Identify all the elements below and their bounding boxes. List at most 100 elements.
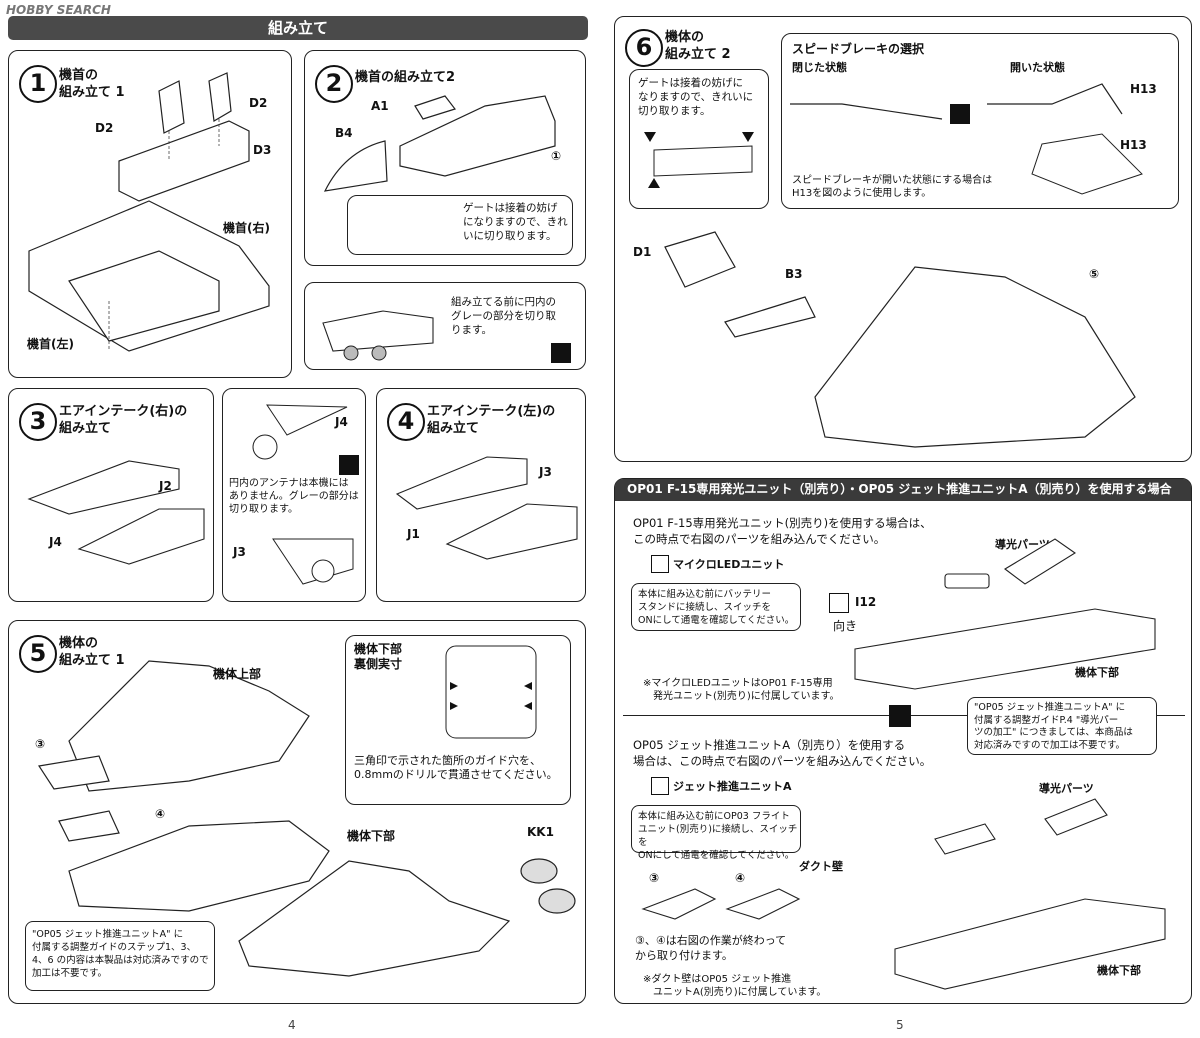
gate-sketch [644,132,754,188]
duct-footnote: ※ダクト壁はOP05 ジェット推進 ユニットA(別売り)に付属しています。 [643,974,827,998]
led-footnote: ※マイクロLEDユニットはOP01 F-15専用 発光ユニット(別売り)に付属し… [643,678,840,702]
op05-guide-box: "OP05 ジェット推進ユニットA" に 付属する調整ガイドP.4 "導光パー … [967,697,1157,755]
step-5-panel: 5 機体の 組み立て 1 機体上部 機体下部 KK1 ③ ④ 機体下部 裏側実寸… [8,620,586,1004]
part-label-i12: I12 [855,595,877,609]
step-number: 6 [625,29,663,67]
op01-diagram [854,538,1156,690]
part-label-d1: D1 [633,245,652,259]
speed-brake-callout: スピードブレーキの選択 閉じた状態 開いた状態 H13 H13 スピードブレーキ… [781,33,1179,209]
part-label-b4: B4 [335,126,353,140]
jet-box-text: 本体に組み込む前にOP03 フライト ユニット(別売り)に接続し、スイッチを O… [638,811,798,861]
speed-brake-title: スピードブレーキの選択 [792,42,925,56]
step-6-panel: 6 機体の 組み立て 2 ゲートは接着の妨げに なりますので、きれいに 切り取り… [614,16,1192,462]
op05-diagram [641,798,1166,990]
intake-left-diagram [395,456,578,560]
step-title: 機首の組み立て2 [355,70,456,85]
j4-detail [252,404,348,460]
open-label: 開いた状態 [1010,61,1065,74]
antenna-callout: J4 円内のアンテナは本機には ありません。グレーの部分は 切り取ります。 J3 [222,388,366,602]
cut-icon [551,343,571,363]
ref-label-4: ④ [155,807,166,821]
antenna-note: 円内のアンテナは本機には ありません。グレーの部分は 切り取ります。 [229,478,359,515]
part-label-d2: D2 [249,96,268,110]
closed-label: 閉じた状態 [792,61,847,74]
step-1-panel: 1 機首の 組み立て 1 D2 D2 D3 機首(右) 機首(左) [8,50,292,378]
part-label-nose-left: 機首(左) [27,337,74,351]
cut-icon [339,455,359,475]
led-box: 本体に組み込む前にバッテリー スタンドに接続し、スイッチを ONにして通電を確認… [631,583,801,631]
step-title: エアインテーク(右)の 組み立て [59,404,188,436]
j3-detail [272,538,354,585]
step-number: 1 [19,65,57,103]
part-label-d3: D3 [253,143,272,157]
led-unit-label: マイクロLEDユニット [673,558,785,571]
cut-note: 組み立てる前に円内の グレーの部分を切り取 ります。 [451,296,556,336]
direction-arrow-icon [829,593,849,613]
ref-label-3: ③ [35,737,46,751]
step-title: エアインテーク(左)の 組み立て [427,404,556,436]
speed-brake-note: スピードブレーキが開いた状態にする場合は H13を図のように使用します。 [792,175,993,199]
gate-callout [347,195,573,255]
part-label-b3: B3 [785,267,803,281]
light-guide-label: 導光パーツ [995,538,1050,551]
bottom-template-callout: 機体下部 裏側実寸 三角印で示された箇所のガイド穴を、 0.8mmのドリルで貫通… [345,635,571,805]
step-number: 3 [19,403,57,441]
lower-body-label: 機体下部 [1075,666,1119,679]
part-label-j1: J1 [407,527,420,541]
step-2-panel: 2 機首の組み立て2 ゲートは接着の妨げ になりますので、きれ いに切り取ります… [304,50,586,266]
gate-note: ゲートは接着の妨げに なりますので、きれいに 切り取ります。 [638,77,754,117]
step-title: 機体の 組み立て 2 [665,30,731,62]
page-number-left: 4 [288,1018,296,1032]
part-label-j4: J4 [49,535,62,549]
step-3-panel: 3 エアインテーク(右)の 組み立て J2 J4 [8,388,214,602]
part-label-lower-body: 機体下部 [347,829,396,843]
gate-callout: ゲートは接着の妨げに なりますので、きれいに 切り取ります。 [629,69,769,209]
bottom-template-title: 機体下部 裏側実寸 [354,642,403,671]
jet-unit-label: ジェット推進ユニットA [673,780,792,793]
op01-intro: OP01 F-15専用発光ユニット(別売り)を使用する場合は、 この時点で右図の… [633,516,932,546]
lower-body-label: 機体下部 [1097,964,1141,977]
light-guide-label: 導光パーツ [1039,782,1094,795]
option-panel: OP01 F-15専用発光ユニット（別売り）・OP05 ジェット推進ユニットA（… [614,478,1192,1004]
ref-label-3: ③ [649,871,660,885]
direction-label: 向き [833,619,858,633]
swap-icon [889,705,911,727]
op05-note: "OP05 ジェット推進ユニットA" に 付属する調整ガイドのステップ1、3、 … [32,929,209,979]
fuselage-assembly-diagram [37,660,576,977]
option-header: OP01 F-15専用発光ユニット（別売り）・OP05 ジェット推進ユニットA（… [615,479,1191,501]
op05-guide-text: "OP05 ジェット推進ユニットA" に 付属する調整ガイドP.4 "導光パー … [974,702,1133,751]
part-icon [651,555,669,573]
ref-label: ① [551,149,562,163]
cut-callout: 組み立てる前に円内の グレーの部分を切り取 ります。 [304,282,586,370]
fuselage-assembly-2-diagram [664,231,1136,448]
part-label-upper-body: 機体上部 [213,667,262,681]
intake-right-diagram [27,460,205,565]
drill-note: 三角印で示された箇所のガイド穴を、 0.8mmのドリルで貫通させてください。 [354,754,558,781]
step-title: 機首の 組み立て 1 [59,68,125,100]
after-note: ③、④は右図の作業が終わって から取り付けます。 [635,934,787,962]
step-number: 2 [315,65,353,103]
op05-note-box: "OP05 ジェット推進ユニットA" に 付属する調整ガイドのステップ1、3、 … [25,921,215,991]
page-number-right: 5 [896,1018,904,1032]
ref-label-5: ⑤ [1089,267,1100,281]
led-box-text: 本体に組み込む前にバッテリー スタンドに接続し、スイッチを ONにして通電を確認… [638,589,795,626]
step-number: 4 [387,403,425,441]
part-label-j3: J3 [233,545,246,559]
duct-wall-label: ダクト壁 [799,860,843,873]
watermark: HOBBY SEARCH [6,3,111,17]
part-label-h13: H13 [1120,138,1147,152]
part-label-a1: A1 [371,99,389,113]
jet-box: 本体に組み込む前にOP03 フライト ユニット(別売り)に接続し、スイッチを O… [631,805,801,861]
step-title: 機体の 組み立て 1 [59,636,125,668]
section-header: 組み立て [8,16,588,40]
step-number: 5 [19,635,57,673]
speed-brake-sketch [790,83,1143,195]
op05-intro: OP05 ジェット推進ユニットA（別売り）を使用する 場合は、この時点で右図のパ… [633,738,932,768]
cut-part-sketch [322,310,434,361]
part-label-d2: D2 [95,121,114,135]
nose-assembly-diagram [28,72,270,352]
part-label-h13: H13 [1130,82,1157,96]
part-label-j2: J2 [159,479,172,493]
bottom-template-sketch [445,645,537,739]
part-icon [651,777,669,795]
